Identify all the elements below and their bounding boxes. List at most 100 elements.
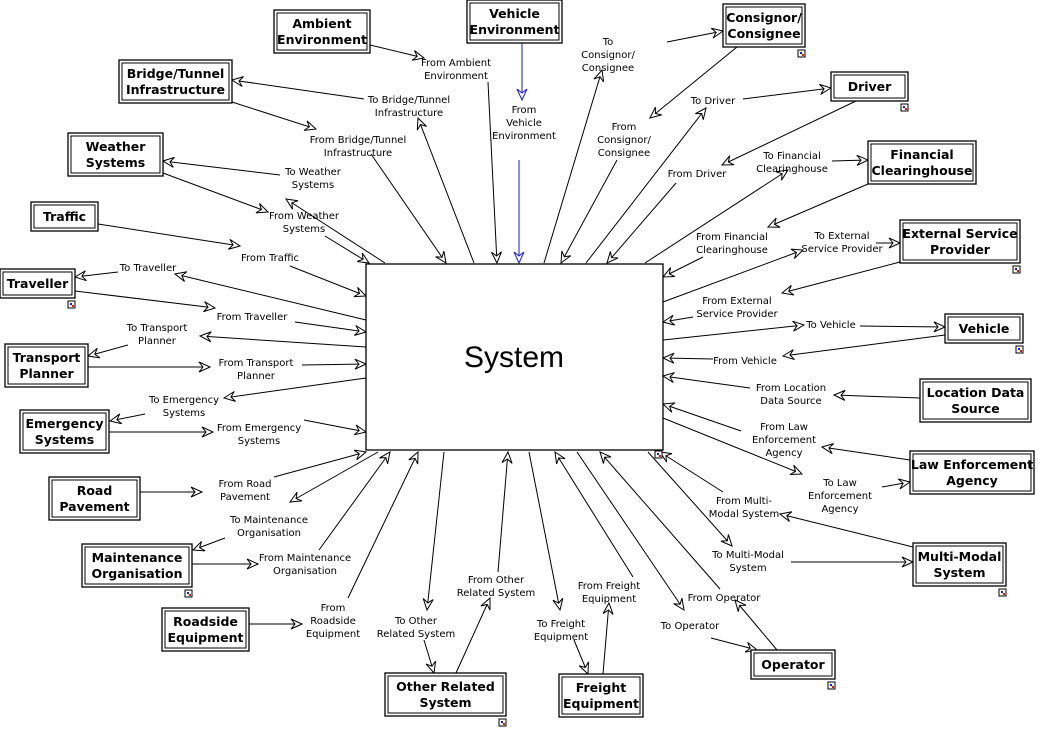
flow-connector[interactable] [86,344,129,359]
terminator-box[interactable] [558,673,644,718]
flow-connector[interactable] [662,417,804,476]
flow-connector[interactable] [370,153,447,264]
connector-line[interactable] [662,249,804,303]
flow-connector[interactable] [284,198,386,264]
link-icon[interactable] [654,450,663,459]
connector-line[interactable] [199,335,367,348]
connector-line[interactable] [647,451,733,547]
flow-connector[interactable] [766,183,869,228]
flow-connector[interactable] [661,256,704,278]
connector-line[interactable] [528,451,561,611]
system-box[interactable] [365,263,664,451]
flow-connector[interactable] [528,451,564,612]
flow-connector[interactable] [347,450,419,599]
connector-line[interactable] [833,394,921,399]
terminator-box[interactable] [722,3,806,48]
terminator-box[interactable] [30,201,99,232]
flow-connector[interactable] [585,107,707,264]
flow-connector[interactable] [318,451,391,551]
flow-connector[interactable] [191,537,226,552]
terminator-box[interactable] [912,542,1007,587]
connector-line[interactable] [417,117,475,264]
connector-line[interactable] [487,81,498,264]
flow-connector[interactable] [876,237,902,249]
connector-line[interactable] [560,159,618,264]
flow-connector[interactable] [74,290,217,313]
flow-connector[interactable] [513,160,525,265]
flow-connector[interactable] [661,372,751,389]
flow-connector[interactable] [161,156,281,176]
flow-connector[interactable] [791,556,915,568]
flow-connector[interactable] [778,511,914,548]
connector-line[interactable] [742,87,832,100]
connector-line[interactable] [644,169,789,264]
flow-connector[interactable] [294,321,368,336]
terminator-box[interactable] [919,378,1032,423]
connector-line[interactable] [289,265,367,297]
connector-line[interactable] [659,451,724,493]
connector-line[interactable] [662,403,742,432]
flow-label-from-driver[interactable]: From Driver [668,169,728,180]
flow-connector[interactable] [661,402,742,432]
link-icon[interactable] [1012,265,1021,274]
flow-label-to-vehicle[interactable]: To Vehicle [805,320,855,331]
terminator-box[interactable] [118,59,233,104]
terminator-box[interactable] [830,71,909,102]
terminator-driver[interactable]: Driver [830,71,909,112]
link-icon[interactable] [184,589,193,598]
flow-connector[interactable] [661,314,694,326]
flow-connector[interactable] [606,182,677,264]
flow-connector[interactable] [820,443,911,461]
connector-line[interactable] [767,183,869,228]
connector-line[interactable] [666,30,724,43]
connector-line[interactable] [576,451,685,611]
flow-connector[interactable] [560,159,618,265]
connector-line[interactable] [369,44,425,59]
connector-line[interactable] [585,107,707,264]
terminator-box[interactable] [48,476,141,521]
flow-connector[interactable] [742,83,833,100]
flow-connector[interactable] [303,419,368,436]
flow-connector[interactable] [230,76,365,100]
flow-connector[interactable] [666,27,725,43]
connector-line[interactable] [721,100,857,166]
flow-connector[interactable] [859,321,947,333]
connector-line[interactable] [223,377,367,399]
flow-connector[interactable] [647,451,733,547]
flow-connector[interactable] [710,637,759,653]
connector-line[interactable] [859,325,946,328]
connector-line[interactable] [162,160,281,176]
flow-connector[interactable] [649,46,738,119]
flow-connector[interactable] [516,43,528,102]
connector-line[interactable] [162,172,269,213]
terminator-box[interactable] [4,343,89,388]
link-icon[interactable] [498,718,507,727]
flow-connector[interactable] [576,451,685,612]
connector-line[interactable] [318,451,391,551]
connector-line[interactable] [231,79,365,100]
flow-connector[interactable] [416,116,475,264]
connector-line[interactable] [370,153,447,264]
connector-line[interactable] [662,417,803,475]
connector-line[interactable] [599,451,721,590]
